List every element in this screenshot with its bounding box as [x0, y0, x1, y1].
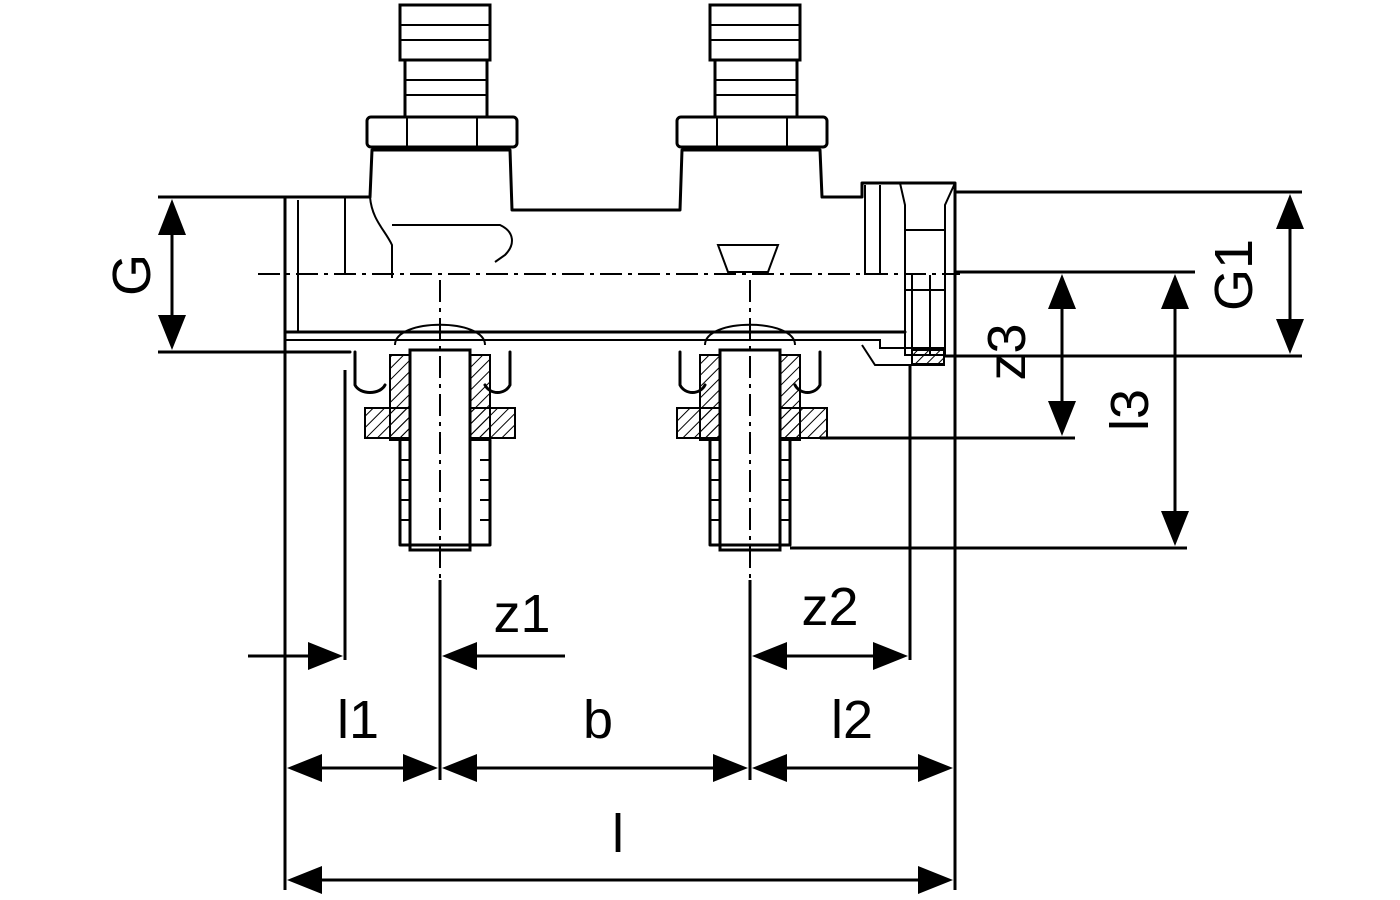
label-l1: l1 [337, 690, 379, 750]
dimension-z3 [1048, 274, 1076, 436]
label-z3: z3 [977, 323, 1037, 380]
label-z2: z2 [801, 577, 858, 637]
label-z1: z1 [493, 584, 550, 644]
top-outlet-right [675, 3, 829, 149]
label-g1: G1 [1204, 239, 1264, 311]
dimension-g1 [1276, 194, 1304, 354]
dimension-g [158, 199, 186, 350]
top-outlet-left [365, 3, 519, 149]
dimension-l2 [752, 754, 953, 782]
dimension-l3 [1161, 274, 1189, 546]
label-l: l [612, 804, 624, 864]
extension-lines [158, 190, 1302, 890]
dimension-z1 [248, 642, 565, 670]
dimension-b [442, 754, 748, 782]
dimension-l1 [287, 754, 438, 782]
dimension-z2 [752, 642, 908, 670]
manifold-body [283, 148, 957, 366]
bottom-outlet-right [676, 323, 828, 552]
label-g: G [102, 254, 162, 296]
bottom-outlet-left [353, 323, 516, 552]
label-l3: l3 [1100, 389, 1160, 431]
label-l2: l2 [831, 690, 873, 750]
dimension-l [287, 866, 953, 894]
center-lines [258, 273, 960, 580]
label-b: b [583, 690, 613, 750]
